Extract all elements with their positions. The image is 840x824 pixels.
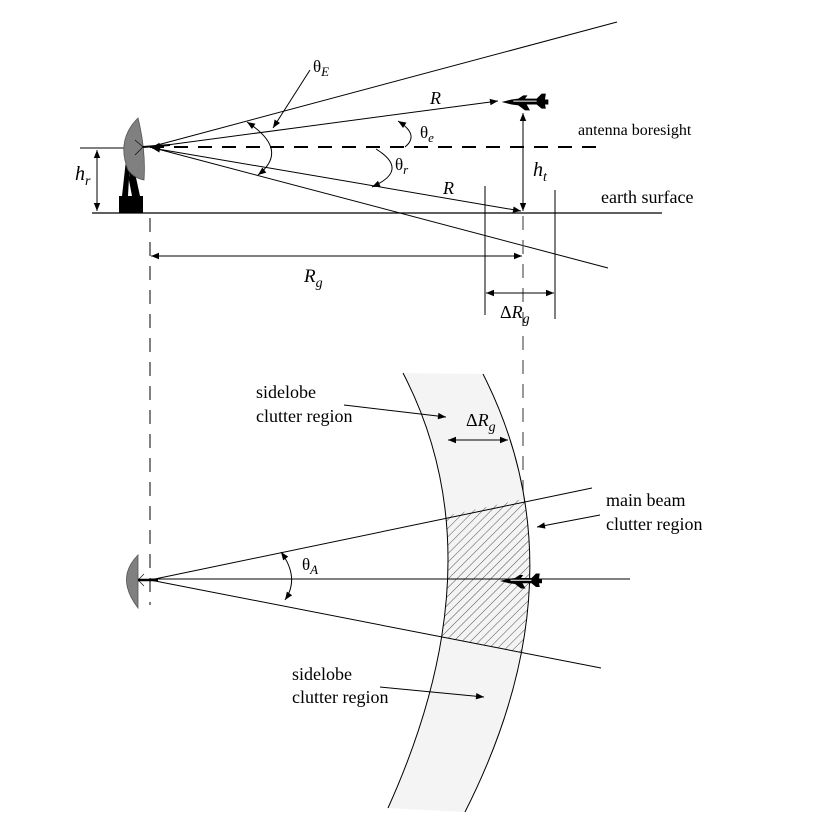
range-upper-label: R bbox=[429, 88, 441, 108]
theta-E-arc bbox=[246, 121, 273, 176]
mainbeam-label-line1: main beam bbox=[606, 490, 685, 510]
hr-label: hr bbox=[75, 163, 91, 189]
azimuth-beam-lower-edge bbox=[149, 579, 602, 669]
beam-upper-edge bbox=[149, 21, 618, 148]
sidelobe-top-leader bbox=[343, 404, 447, 420]
azimuth-beam-upper-edge bbox=[149, 487, 593, 581]
sidelobe-top-label-line2: clutter region bbox=[256, 406, 352, 426]
range-to-target-arrow bbox=[151, 98, 499, 150]
theta-e-label: θe bbox=[420, 123, 434, 145]
ht-label: ht bbox=[533, 159, 548, 185]
radar-antenna-icon bbox=[126, 554, 158, 610]
mainbeam-label-line2: clutter region bbox=[606, 514, 702, 534]
range-lower-label: R bbox=[442, 178, 454, 198]
sidelobe-bottom-label-line1: sidelobe bbox=[292, 664, 352, 684]
earth-surface-label: earth surface bbox=[601, 187, 693, 207]
radar-antenna-tower-icon bbox=[119, 117, 171, 213]
aircraft-target-icon bbox=[501, 93, 549, 111]
rg-label: Rg bbox=[303, 266, 323, 291]
outer-range-arc bbox=[464, 373, 531, 813]
sidelobe-top-label-line1: sidelobe bbox=[256, 382, 316, 402]
azimuth-delta-rg-label: ΔRg bbox=[466, 410, 496, 435]
theta-r-label: θr bbox=[395, 155, 409, 177]
inner-range-arc bbox=[387, 372, 449, 809]
sidelobe-bottom-leader bbox=[379, 686, 485, 700]
boresight-label: antenna boresight bbox=[578, 122, 692, 139]
theta-A-arc bbox=[280, 551, 293, 601]
sidelobe-bottom-label-line2: clutter region bbox=[292, 687, 388, 707]
elevation-view: θE R θe antenna boresight θr R ht earth … bbox=[75, 21, 693, 605]
theta-A-label: θA bbox=[302, 555, 318, 577]
range-to-ground-arrow bbox=[151, 146, 522, 213]
azimuth-view: sidelobe clutter region ΔRg main beam cl… bbox=[126, 372, 702, 813]
theta-E-label: θE bbox=[313, 57, 329, 79]
delta-rg-label: ΔRg bbox=[500, 302, 530, 327]
mainbeam-leader bbox=[536, 514, 601, 529]
theta-r-arc bbox=[371, 148, 393, 188]
theta-e-arc bbox=[397, 120, 412, 148]
theta-E-leader bbox=[272, 69, 311, 129]
